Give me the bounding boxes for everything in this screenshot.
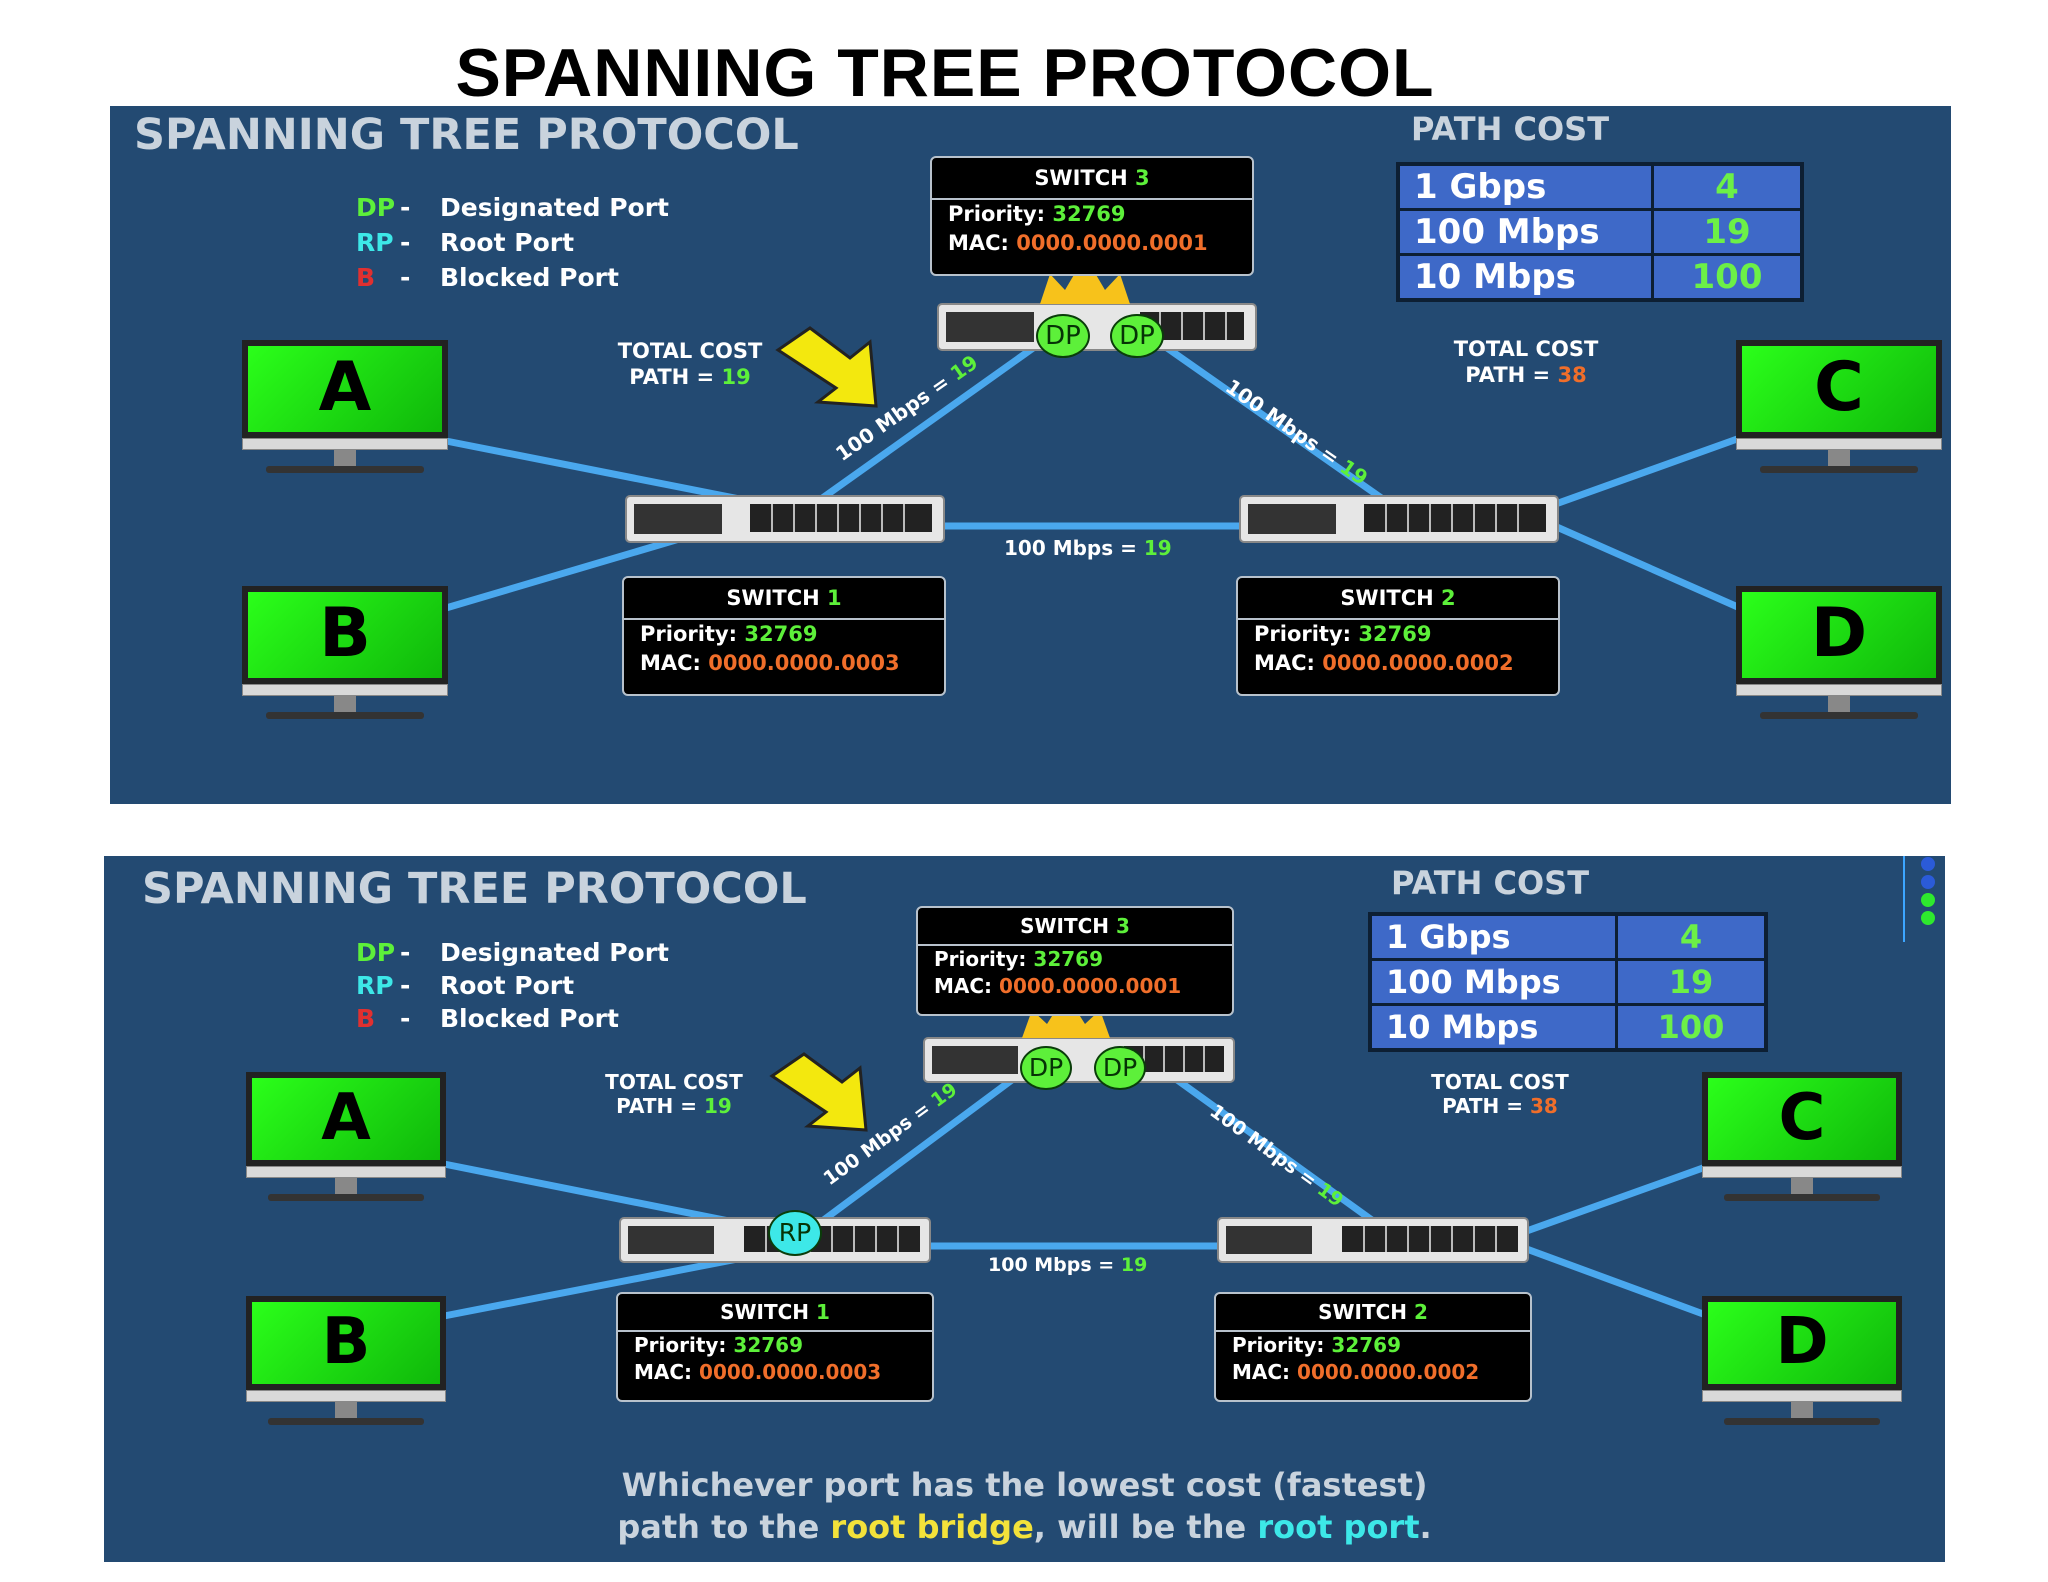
- legend-dp: DP-Designated Port: [356, 193, 670, 222]
- link-label-s1-s2: 100 Mbps = 19: [988, 1254, 1148, 1276]
- root-port-badge: RP: [768, 1210, 822, 1256]
- pc-d: D: [1702, 1296, 1902, 1434]
- switch-1-info: SWITCH 1 Priority: 32769 MAC: 0000.0000.…: [622, 576, 946, 696]
- legend-rp: RP-Root Port: [356, 971, 575, 1000]
- port-legend: DP-Designated Port RP-Root Port B-Blocke…: [356, 936, 669, 1035]
- pc-c: C: [1702, 1072, 1902, 1210]
- pc-a: A: [246, 1072, 446, 1210]
- link-s1-s3: [796, 332, 1054, 518]
- switch-2-device: [1239, 495, 1559, 543]
- designated-port-badge: DP: [1110, 314, 1164, 358]
- switch-3-info: SWITCH 3 Priority: 32769 MAC: 0000.0000.…: [916, 906, 1234, 1016]
- arrow-icon: [769, 1052, 868, 1132]
- link-s2-d: [1546, 520, 1744, 612]
- network-links: [440, 856, 1935, 1322]
- path-cost-title: PATH COST: [1410, 110, 1610, 148]
- pc-b: B: [242, 586, 448, 726]
- switch-3-info: SWITCH 3 Priority: 32769 MAC: 0000.0000.…: [930, 156, 1254, 276]
- path-cost-title: PATH COST: [1390, 864, 1590, 902]
- pc-a: A: [242, 340, 448, 480]
- root-bridge-crown: [1022, 994, 1110, 1038]
- link-s3-s2: [1146, 332, 1414, 522]
- root-bridge-crown: [1040, 256, 1130, 304]
- legend-b: B-Blocked Port: [356, 1004, 619, 1033]
- link-a-s1: [442, 437, 754, 505]
- designated-port-badge: DP: [1036, 314, 1090, 358]
- arrow-icon: [775, 326, 878, 408]
- legend-b: B-Blocked Port: [356, 263, 619, 292]
- legend-rp: RP-Root Port: [356, 228, 575, 257]
- total-cost-right: TOTAL COST PATH = 38: [1453, 337, 1599, 387]
- total-cost-left: TOTAL COST PATH = 19: [617, 339, 763, 389]
- diagram-panel-bottom: SPANNING TREE PROTOCOL DP-Designated Por…: [104, 856, 1945, 1562]
- pc-d: D: [1736, 586, 1942, 726]
- explanation-caption: Whichever port has the lowest cost (fast…: [617, 1466, 1432, 1546]
- panel-title: SPANNING TREE PROTOCOL: [134, 110, 799, 160]
- legend-dp: DP-Designated Port: [356, 938, 670, 967]
- panel-title: SPANNING TREE PROTOCOL: [142, 864, 807, 914]
- switch-1-info: SWITCH 1 Priority: 32769 MAC: 0000.0000.…: [616, 1292, 934, 1402]
- pc-c: C: [1736, 340, 1942, 480]
- link-label-s1-s2: 100 Mbps = 19: [1004, 536, 1172, 560]
- designated-port-badge: DP: [1020, 1046, 1072, 1090]
- designated-port-badge: DP: [1094, 1046, 1146, 1090]
- pc-b: B: [246, 1296, 446, 1434]
- document-title: SPANNING TREE PROTOCOL: [455, 35, 1435, 111]
- switch-2-info: SWITCH 2 Priority: 32769 MAC: 0000.0000.…: [1214, 1292, 1532, 1402]
- link-s2-c: [1546, 434, 1744, 510]
- switch-2-info: SWITCH 2 Priority: 32769 MAC: 0000.0000.…: [1236, 576, 1560, 696]
- total-cost-left: TOTAL COST PATH = 19: [605, 1070, 743, 1118]
- total-cost-right: TOTAL COST PATH = 38: [1431, 1070, 1569, 1118]
- diagram-panel-top: SPANNING TREE PROTOCOL DP-Designated Por…: [110, 106, 1951, 804]
- port-legend: DP-Designated Port RP-Root Port B-Blocke…: [356, 190, 669, 295]
- switch-1-device: [625, 495, 945, 543]
